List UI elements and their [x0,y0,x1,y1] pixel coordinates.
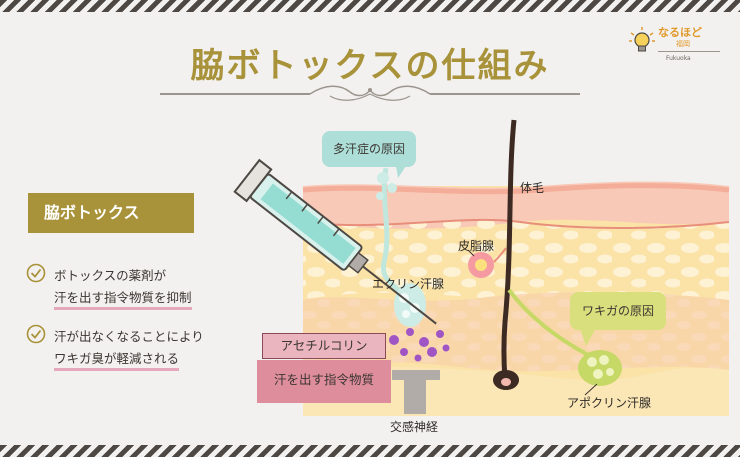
sebaceous-gland [468,247,507,278]
logo-subname: 福岡 [676,40,690,48]
check-circle-icon [26,263,46,283]
point-line-2-highlighted: ワキガ臭が軽減される [54,348,180,371]
check-circle-icon [26,324,46,344]
point-line-2-highlighted: 汗を出す指令物質を抑制 [54,287,192,310]
syringe-icon [233,158,437,325]
acetylcholine-label: アセチルコリン [262,333,386,359]
point-line-1: 汗が出なくなることにより [54,329,204,344]
acetylcholine-molecules [389,328,450,362]
ornament-divider-icon [160,85,580,101]
point-line-1: ボトックスの薬剤が [54,268,167,283]
hair-label: 体毛 [520,181,545,195]
bubble-tail [396,166,406,178]
sebaceous-gland-label: 皮脂腺 [458,239,495,253]
botox-badge: 脇ボトックス [28,193,194,233]
wakiga-cause-bubble: ワキガの原因 [570,292,666,330]
leader-line [584,383,598,396]
hair [493,119,519,390]
eccrine-gland-label: エクリン汗腺 [372,277,445,291]
sympathetic-nerve [392,370,440,414]
bubble-tail [580,328,596,346]
leader-line [467,249,475,257]
logo-divider [658,51,720,52]
hyperhidrosis-cause-bubble: 多汗症の原因 [322,131,416,167]
signal-substance-label: 汗を出す指令物質 [257,360,391,403]
apocrine-gland-label: アポクリン汗腺 [567,396,652,410]
logo-city: Fukuoka [666,55,691,62]
bottom-stripe-border [0,445,740,457]
sympathetic-nerve-label: 交感神経 [390,420,439,434]
page-title: 脇ボトックスの仕組み [190,46,550,86]
logo: なるほど 福岡 Fukuoka [628,22,728,70]
top-stripe-border [0,0,740,12]
lightbulb-icon [629,27,655,52]
apocrine-gland [507,288,622,386]
logo-name: なるほど [658,26,702,39]
